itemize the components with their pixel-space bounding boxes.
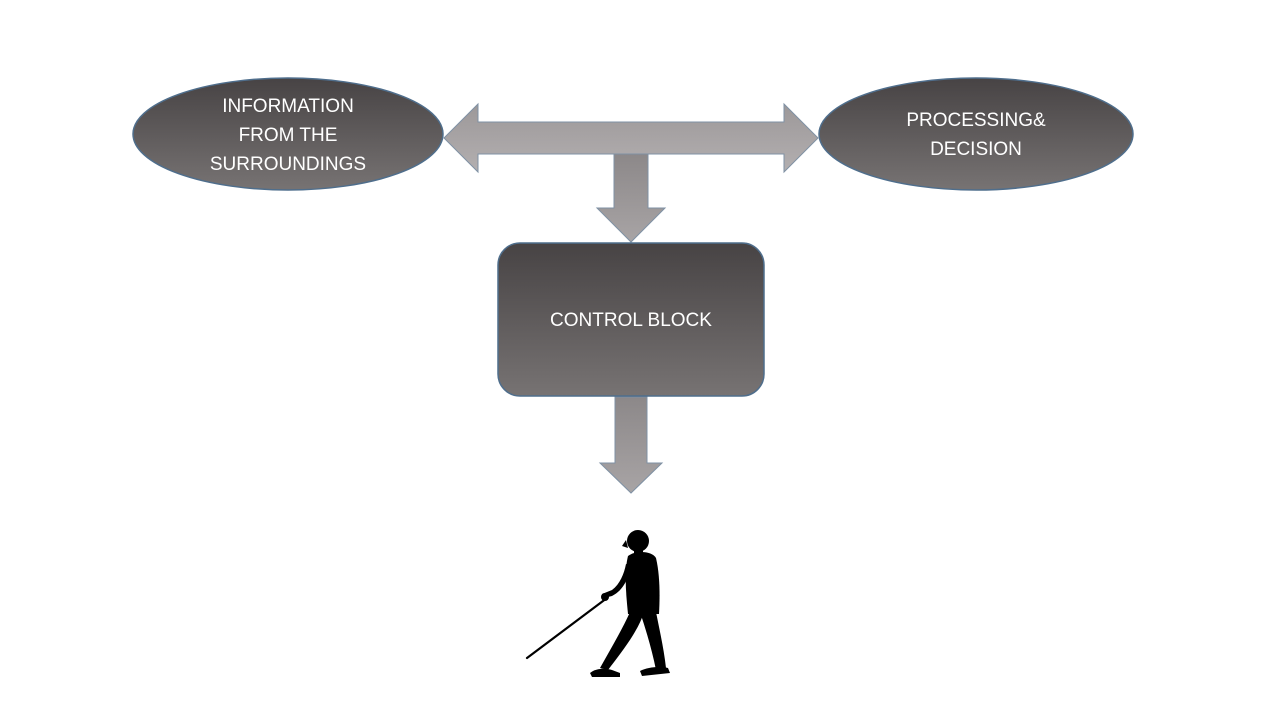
control-block-label: CONTROL BLOCK xyxy=(550,310,712,331)
information-node: INFORMATION FROM THE SURROUNDINGS xyxy=(132,77,444,191)
information-label-line-1: INFORMATION xyxy=(222,96,354,117)
information-label-line-3: SURROUNDINGS xyxy=(210,154,366,175)
down-arrow-to-control xyxy=(595,153,667,243)
bidirectional-arrow xyxy=(443,102,819,174)
processing-label-line-1: PROCESSING& xyxy=(906,110,1046,131)
processing-node: PROCESSING& DECISION xyxy=(818,77,1134,191)
information-label-line-2: FROM THE xyxy=(239,125,338,146)
processing-label-line-2: DECISION xyxy=(930,139,1022,160)
control-block-node: CONTROL BLOCK xyxy=(497,242,765,397)
blind-person-with-cane-icon xyxy=(525,530,670,677)
down-arrow-to-person xyxy=(598,396,664,494)
